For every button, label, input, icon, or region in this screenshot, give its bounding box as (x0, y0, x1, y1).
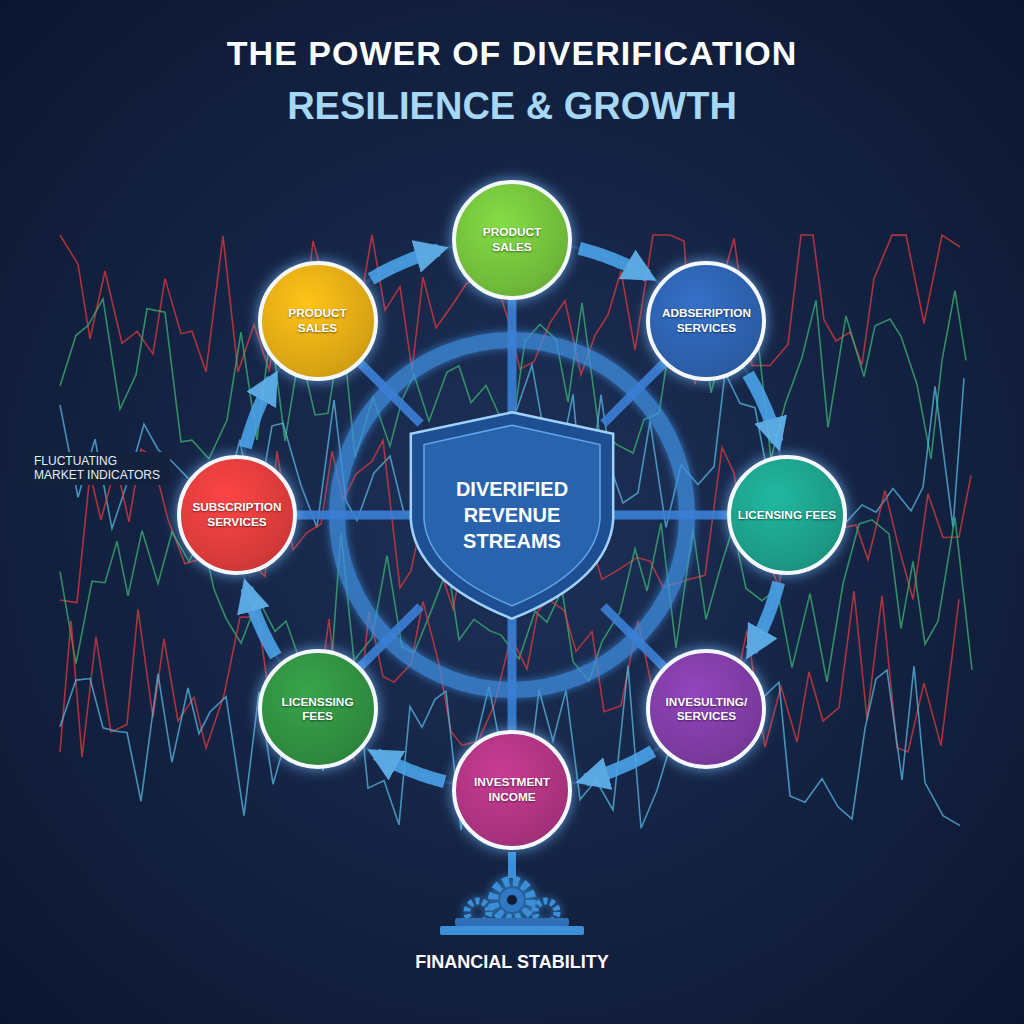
revenue-circle: INVESTMENT INCOME (452, 730, 572, 850)
stream-label: LICENSSING FEES (262, 695, 374, 724)
flow-arrow (579, 248, 647, 275)
outer-ring (237, 240, 787, 790)
flow-arrow (376, 754, 444, 781)
revenue-circle: PRODUCT SALES (452, 180, 572, 300)
flow-arrow (245, 379, 272, 447)
revenue-circle: SUBSCRIPTION SERVICES (177, 455, 297, 575)
flow-arrow (371, 250, 439, 279)
side-note: FLUCTUATING MARKET INDICATORS (30, 452, 170, 485)
gear-icon (467, 881, 557, 923)
spoke-line (611, 511, 727, 520)
spoke-line (360, 363, 421, 424)
center-shield: DIVERIFIED REVENUE STREAMS (402, 408, 622, 623)
flow-arrow (247, 588, 276, 656)
stream-label: PRODUCT SALES (262, 306, 374, 335)
revenue-circle: INVESULTING/ SERVICES (646, 649, 766, 769)
spoke-line (297, 511, 413, 520)
subtitle: RESILIENCE & GROWTH (0, 84, 1024, 130)
stream-label: SUBSCRIPTION SERVICES (181, 500, 293, 529)
spoke-line (508, 606, 517, 730)
revenue-circle: ADBSERIPTION SERVICES (646, 261, 766, 381)
flow-arrow (751, 582, 778, 650)
revenue-circle: PRODUCT SALES (258, 261, 378, 381)
footer-label: FINANCIAL STABILITY (0, 952, 1024, 974)
pedestal-top (455, 918, 569, 926)
stream-label: LICENSING FEES (732, 508, 842, 523)
spoke-line (603, 606, 664, 667)
flow-arrow (748, 374, 777, 442)
title: THE POWER OF DIVERIFICATION (0, 34, 1024, 73)
pedestal (440, 926, 584, 935)
flow-arrow (585, 751, 653, 780)
revenue-circle: LICENSING FEES (727, 455, 847, 575)
spoke-line (603, 363, 664, 424)
stream-label: INVESULTING/ SERVICES (650, 695, 762, 724)
spoke-line (508, 300, 517, 424)
stream-label: PRODUCT SALES (456, 225, 568, 254)
stream-label: ADBSERIPTION SERVICES (650, 306, 762, 335)
stream-label: INVESTMENT INCOME (456, 775, 568, 804)
stand-stem (508, 852, 516, 878)
spoke-line (360, 606, 421, 667)
center-label: DIVERIFIED REVENUE STREAMS (402, 476, 622, 554)
revenue-circle: LICENSSING FEES (258, 649, 378, 769)
